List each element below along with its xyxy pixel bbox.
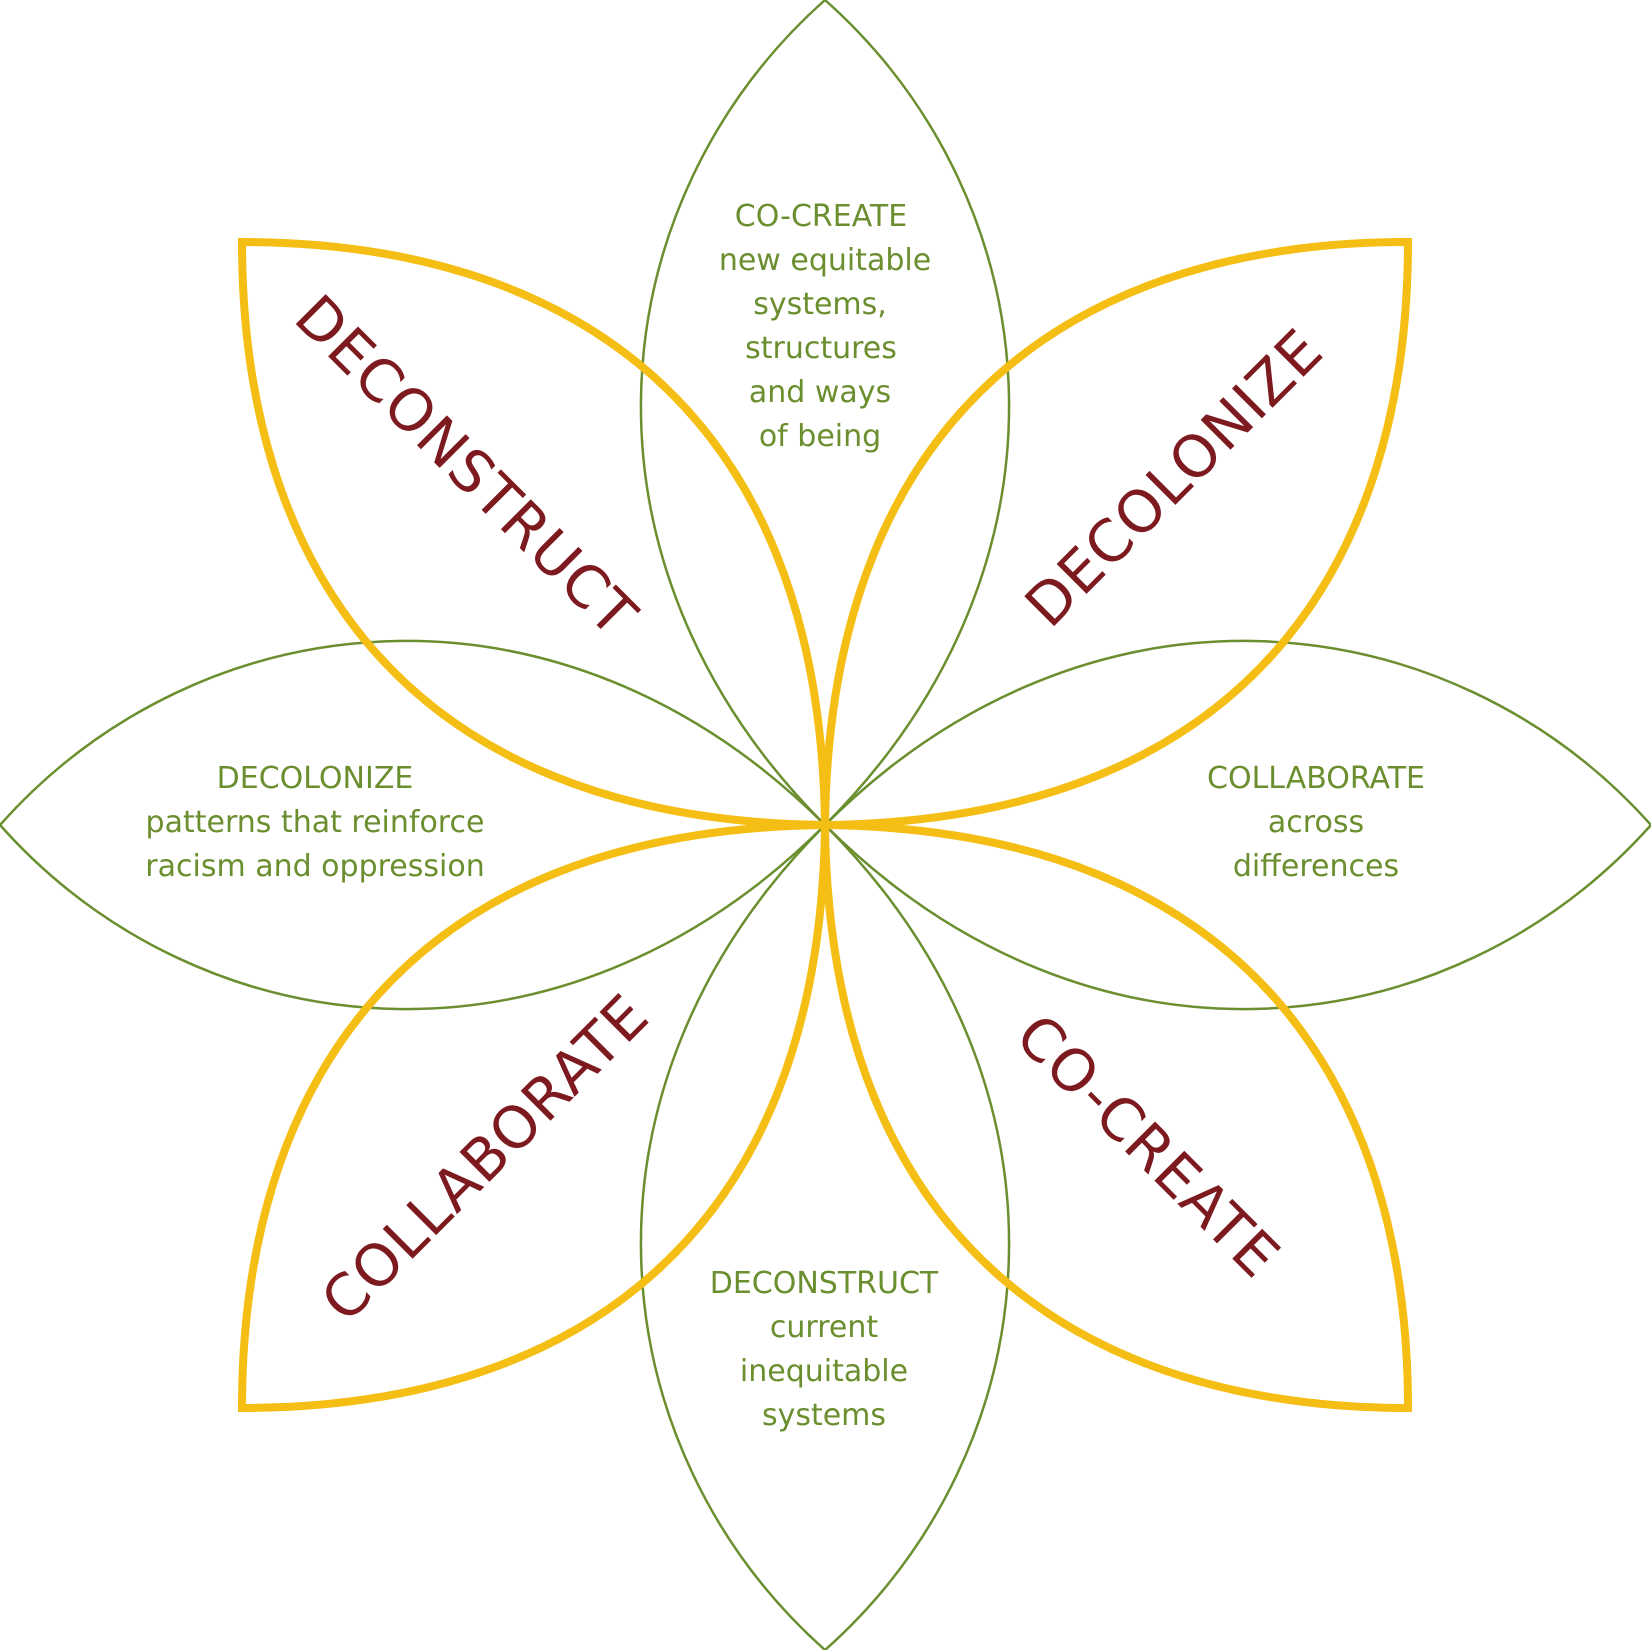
bottom-text-line1: DECONSTRUCT	[710, 1266, 939, 1301]
label-decolonize: DECOLONIZE	[1012, 316, 1336, 640]
bottom-text-line2: current	[770, 1310, 878, 1345]
top-text-line3: systems,	[753, 287, 887, 322]
top-text-line5: and ways	[749, 375, 891, 410]
right-text-line3: differences	[1233, 849, 1399, 884]
top-text-line6: of being	[759, 419, 881, 454]
gold-petal-bottom-left	[237, 820, 830, 1413]
top-text-line4: structures	[745, 331, 897, 366]
green-petal-top-text: CO-CREATE new equitable systems, structu…	[719, 199, 931, 454]
label-collaborate: COLLABORATE	[308, 981, 662, 1335]
label-co-create: CO-CREATE	[1003, 1001, 1293, 1291]
right-text-line1: COLLABORATE	[1207, 761, 1425, 796]
gold-petal-top-right	[820, 237, 1413, 830]
label-deconstruct: DECONSTRUCT	[282, 282, 650, 650]
green-petal-left	[0, 639, 827, 1011]
green-petal-left-text: DECOLONIZE patterns that reinforce racis…	[145, 761, 484, 884]
green-petal-bottom-text: DECONSTRUCT current inequitable systems	[710, 1266, 939, 1433]
right-text-line2: across	[1268, 805, 1364, 840]
bottom-text-line3: inequitable	[740, 1354, 908, 1389]
green-petal-bottom	[639, 823, 1011, 1650]
top-text-line2: new equitable	[719, 243, 931, 278]
green-petal-top	[639, 0, 1011, 827]
top-text-line1: CO-CREATE	[735, 199, 907, 234]
left-text-line3: racism and oppression	[145, 849, 484, 884]
green-petal-right-text: COLLABORATE across differences	[1207, 761, 1425, 884]
gold-petal-bottom-right	[820, 820, 1413, 1413]
left-text-line1: DECOLONIZE	[217, 761, 414, 796]
gold-petals	[237, 237, 1413, 1413]
gold-petal-top-left	[237, 237, 830, 830]
bottom-text-line4: systems	[762, 1398, 886, 1433]
green-petal-right	[823, 639, 1651, 1011]
left-text-line2: patterns that reinforce	[146, 805, 485, 840]
